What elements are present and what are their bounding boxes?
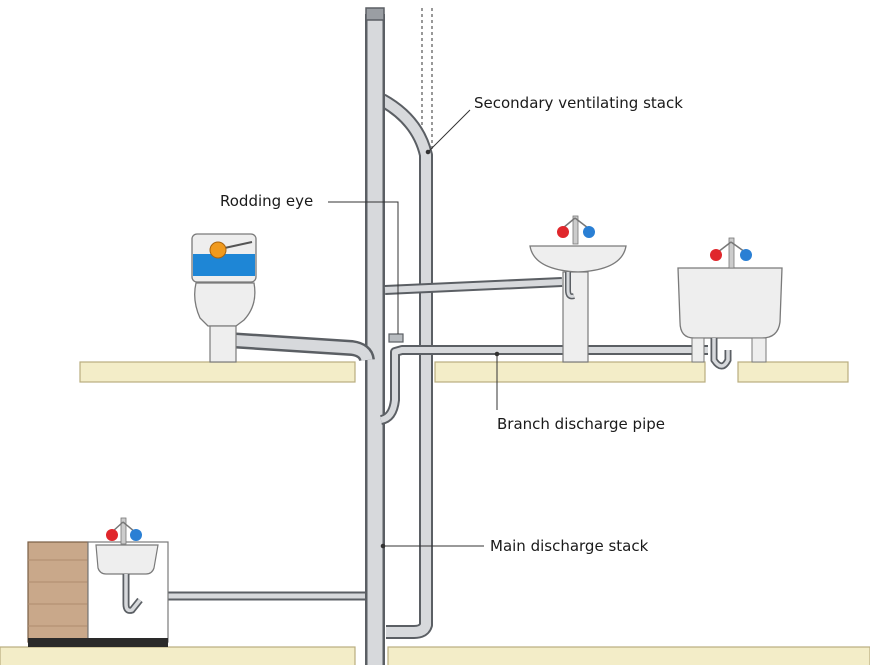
rodding-eye-plug: [388, 333, 404, 343]
branch-discharge-pipe-label: Branch discharge pipe: [497, 415, 665, 433]
leader-lines: [328, 109, 500, 549]
upper-floor-right-slab: [737, 361, 849, 383]
branch-discharge-pipe: [379, 345, 708, 425]
leader-secondary-stack: [427, 109, 471, 153]
basin-branch-pipe: [384, 277, 563, 295]
ground-floor-right-slab: [387, 646, 870, 665]
secondary-ventilating-stack: [378, 93, 433, 639]
washbasin-icon: [529, 215, 627, 363]
hot-tap-icon: [557, 226, 569, 238]
bath-icon: [677, 237, 783, 370]
upper-floor-middle-slab: [434, 361, 706, 383]
vent-dotted-extension: [421, 8, 433, 150]
main-discharge-stack-label: Main discharge stack: [490, 537, 649, 555]
main-discharge-stack: [365, 7, 385, 665]
cabinet: [27, 541, 89, 643]
float-ball: [209, 241, 227, 259]
wc-branch-pipe: [227, 332, 375, 362]
secondary-ventilating-stack-label: Secondary ventilating stack: [474, 94, 683, 112]
ground-floor-left-slab: [0, 646, 356, 665]
cold-tap-icon: [583, 226, 595, 238]
upper-floor-left-slab: [79, 361, 356, 383]
leader-rodding-eye: [328, 201, 399, 334]
cold-tap-icon: [130, 529, 142, 541]
rodding-eye-label: Rodding eye: [220, 192, 314, 210]
floor-slabs: [0, 361, 870, 665]
hot-tap-icon: [106, 529, 118, 541]
sink-icon: [27, 517, 169, 647]
hot-tap-icon: [710, 249, 722, 261]
cistern-water: [193, 254, 255, 276]
toilet-icon: [191, 233, 257, 363]
cold-tap-icon: [740, 249, 752, 261]
